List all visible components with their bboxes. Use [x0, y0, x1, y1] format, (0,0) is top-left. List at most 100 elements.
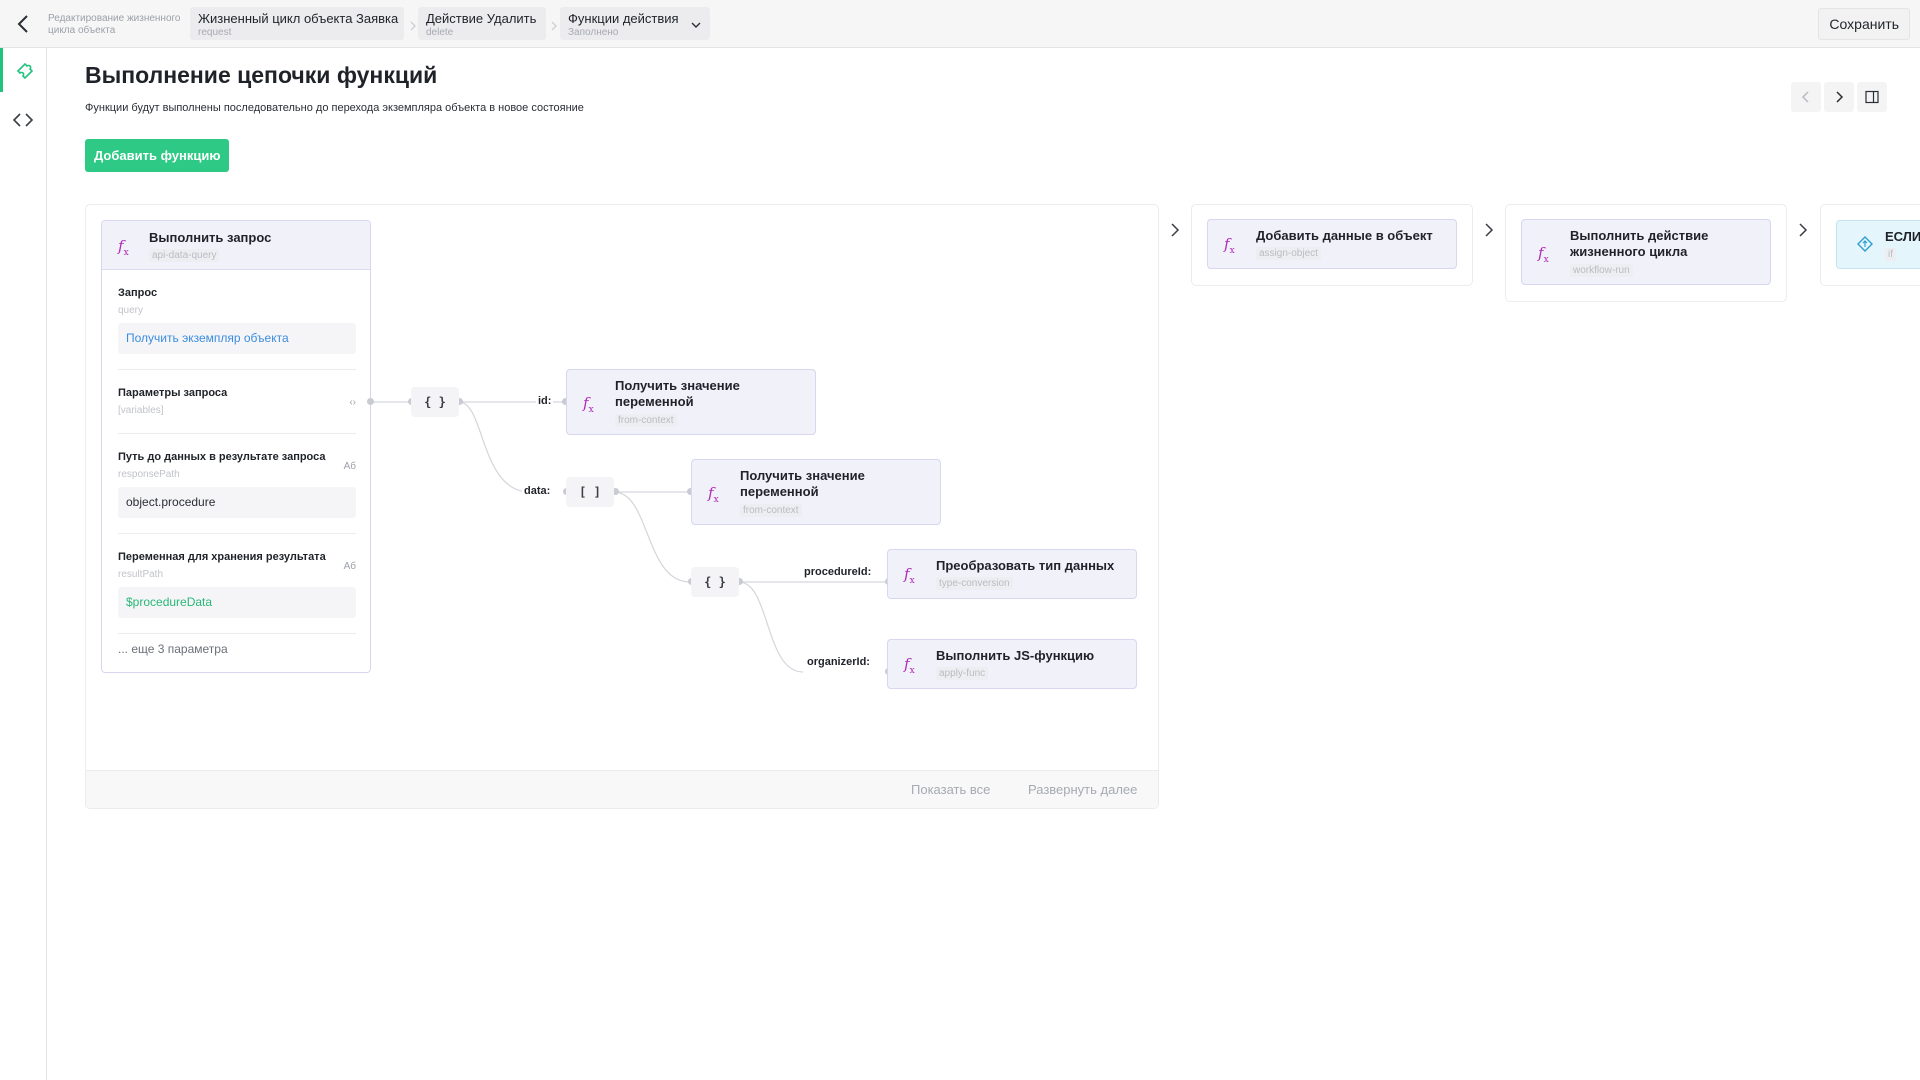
function-node-type-conversion[interactable]: fx Преобразовать тип данных type-convers… — [887, 549, 1137, 599]
function-node-from-context[interactable]: fx Получить значение переменной from-con… — [566, 369, 816, 435]
back-button[interactable] — [12, 12, 36, 36]
node-title: Получить значение переменной — [615, 378, 740, 409]
object-struct-node[interactable]: { } — [411, 387, 459, 417]
rail-item-code[interactable] — [0, 98, 47, 142]
output-port[interactable] — [456, 398, 463, 405]
node-id: workflow-run — [1570, 264, 1633, 277]
port-label-procedure-id: procedureId: — [802, 566, 874, 578]
breadcrumb-subtitle: Заполнено — [568, 27, 619, 38]
node-id: from-context — [740, 504, 802, 517]
param-key: query — [118, 305, 144, 316]
chevron-left-icon — [17, 15, 28, 33]
expand-more-link[interactable]: Развернуть далее — [1028, 782, 1138, 797]
code-type-icon: ‹› — [349, 397, 356, 408]
more-params-link[interactable]: ... еще 3 параметра — [118, 642, 228, 656]
add-function-button[interactable]: Добавить функцию — [85, 139, 230, 172]
card-title: Выполнить запрос — [149, 230, 272, 245]
divider — [118, 533, 356, 534]
chain-footer: Показать все Развернуть далее — [86, 770, 1158, 808]
param-key: resultPath — [118, 569, 164, 580]
breadcrumb-title: Жизненный цикл объекта Заявка — [198, 11, 399, 26]
node-id: if — [1885, 248, 1896, 261]
output-port[interactable] — [367, 398, 374, 405]
param-key: responsePath — [118, 469, 180, 480]
text-type-icon: Аб — [343, 561, 356, 572]
function-node-from-context[interactable]: fx Получить значение переменной from-con… — [691, 459, 941, 525]
breadcrumb-title: Функции действия — [568, 11, 679, 26]
node-title: ЕСЛИ — [1885, 229, 1920, 244]
scroll-right-button[interactable] — [1824, 82, 1854, 112]
condition-node-if[interactable]: ЕСЛИ if — [1836, 220, 1920, 269]
function-icon: fx — [904, 565, 915, 586]
node-title: Преобразовать тип данных — [936, 558, 1115, 573]
node-title: Получить значение переменной — [740, 468, 865, 499]
left-rail — [0, 48, 47, 1080]
divider — [118, 633, 356, 634]
chevron-left-icon — [1801, 91, 1809, 103]
chain-card-assign-object[interactable]: fx Добавить данные в объект assign-objec… — [1191, 204, 1473, 286]
chevron-right-icon — [1796, 222, 1810, 238]
function-icon: fx — [904, 655, 915, 676]
port-label-id: id: — [536, 395, 554, 407]
function-node-assign-object[interactable]: fx Добавить данные в объект assign-objec… — [1207, 219, 1457, 269]
function-node-workflow-run[interactable]: fx Выполнить действие жизненного цикла w… — [1521, 219, 1771, 285]
object-struct-node[interactable]: { } — [691, 567, 739, 597]
node-title: Добавить данные в объект — [1256, 228, 1433, 243]
puzzle-icon — [16, 62, 34, 80]
port-label-organizer-id: organizerId: — [805, 656, 872, 668]
function-icon: fx — [583, 394, 594, 415]
breadcrumb-action[interactable]: Действие Удалить delete — [418, 7, 546, 40]
card-id: api-data-query — [149, 249, 220, 262]
node-id: from-context — [615, 414, 677, 427]
breadcrumb-subtitle: request — [198, 27, 232, 38]
breadcrumb-functions[interactable]: Функции действия Заполнено — [560, 7, 710, 40]
node-id: assign-object — [1256, 247, 1321, 260]
page-subtitle: Функции будут выполнены последовательно … — [85, 102, 584, 114]
function-icon: fx — [1224, 235, 1235, 256]
input-port[interactable] — [687, 488, 694, 495]
page-title: Выполнение цепочки функций — [85, 62, 438, 88]
function-node-apply-func[interactable]: fx Выполнить JS-функцию apply-func — [887, 639, 1137, 689]
rail-item-functions[interactable] — [0, 48, 47, 92]
divider — [118, 433, 356, 434]
chevron-right-icon — [1168, 222, 1182, 238]
param-label: Переменная для хранения результата — [118, 551, 326, 563]
node-id: apply-func — [936, 667, 989, 680]
param-key: [variables] — [118, 405, 164, 416]
chevron-right-icon — [408, 18, 418, 31]
function-icon: fx — [708, 484, 719, 505]
divider — [118, 369, 356, 370]
chevron-right-icon — [549, 18, 559, 31]
chevron-right-icon — [1482, 222, 1496, 238]
breadcrumb-title: Действие Удалить — [426, 11, 537, 26]
show-all-link[interactable]: Показать все — [911, 782, 991, 797]
node-title: Выполнить JS-функцию — [936, 648, 1095, 663]
save-button[interactable]: Сохранить — [1818, 8, 1910, 40]
port-label-data: data: — [522, 485, 553, 497]
function-icon: fx — [1538, 244, 1549, 265]
breadcrumb-lifecycle[interactable]: Жизненный цикл объекта Заявка request — [190, 7, 404, 40]
node-id: type-conversion — [936, 577, 1013, 590]
function-icon: fx — [118, 237, 129, 258]
card-header: fx Выполнить запрос api-data-query — [102, 221, 370, 270]
text-type-icon: Аб — [343, 461, 356, 472]
output-port[interactable] — [612, 488, 619, 495]
code-icon — [12, 113, 34, 127]
chevron-down-icon[interactable] — [690, 18, 702, 30]
toggle-panel-button[interactable] — [1857, 82, 1887, 112]
query-value-link[interactable]: Получить экземпляр объекта — [118, 323, 356, 354]
input-port[interactable] — [562, 398, 569, 405]
breadcrumb-subtitle: delete — [426, 27, 454, 38]
breadcrumb-root[interactable]: Редактирование жизненного цикла объекта — [48, 13, 181, 36]
result-path-value[interactable]: $procedureData — [118, 587, 356, 618]
param-label: Запрос — [118, 287, 158, 299]
node-title: Выполнить действие жизненного цикла — [1570, 228, 1709, 259]
diamond-icon — [1857, 236, 1873, 252]
chevron-right-icon — [1836, 91, 1844, 103]
output-port[interactable] — [736, 578, 743, 585]
function-card-api-data-query[interactable]: fx Выполнить запрос api-data-query Запро… — [101, 220, 371, 673]
response-path-value[interactable]: object.procedure — [118, 487, 356, 518]
scroll-left-button[interactable] — [1791, 82, 1821, 112]
chain-card-workflow-run[interactable]: fx Выполнить действие жизненного цикла w… — [1505, 204, 1787, 302]
array-struct-node[interactable]: [ ] — [566, 477, 614, 507]
